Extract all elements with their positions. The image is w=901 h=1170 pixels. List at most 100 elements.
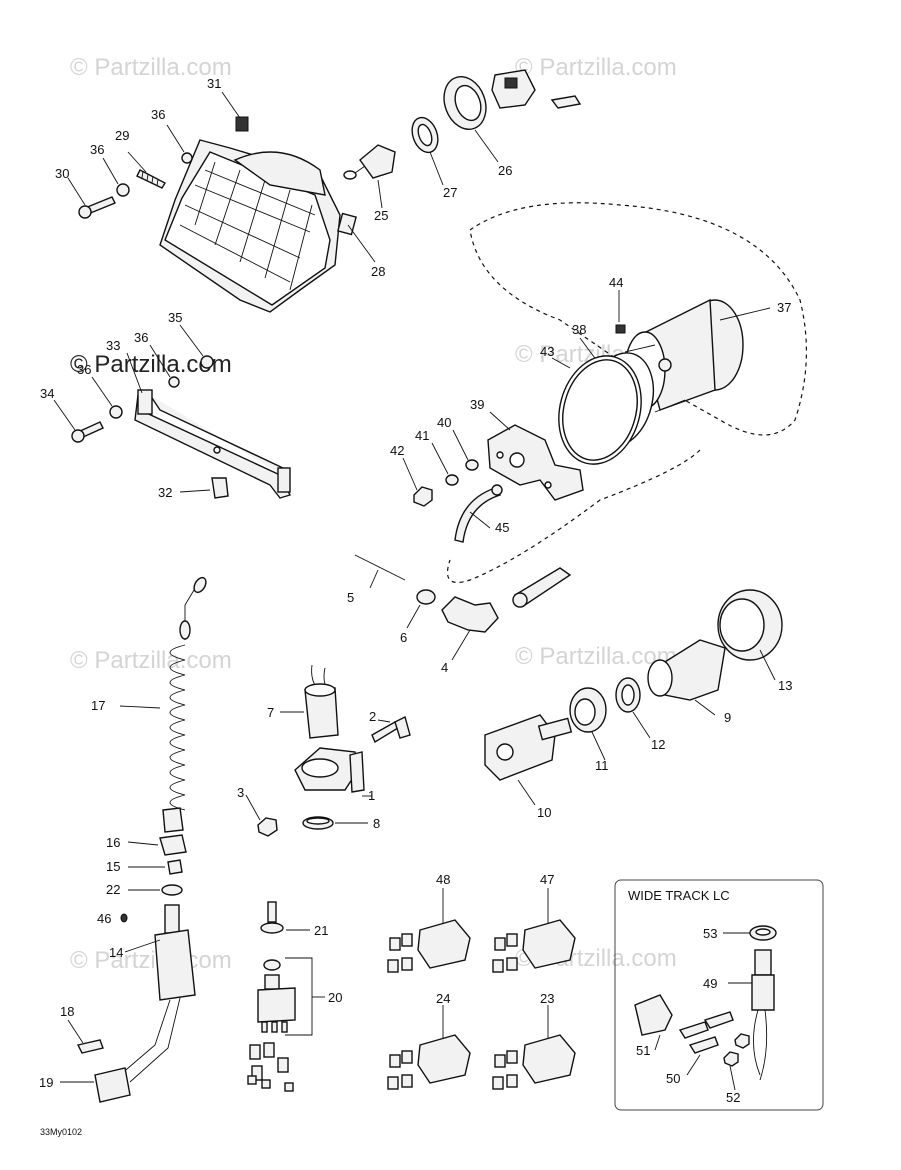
callout-48: 48 [436, 872, 450, 887]
pin-5 [354, 554, 406, 581]
switch-stem-14 [164, 904, 180, 934]
callout-23: 23 [540, 991, 554, 1006]
callout-8: 8 [373, 816, 380, 831]
washer-35 [200, 355, 214, 369]
dashed-outline [469, 202, 808, 436]
coil-cord-17 [169, 644, 186, 811]
nut-3 [257, 817, 278, 837]
callout-42: 42 [390, 443, 404, 458]
tether-cord-assembly [60, 576, 207, 1103]
bulb-25 [359, 144, 396, 179]
headlight-dome [233, 151, 326, 196]
callout-24: 24 [436, 991, 450, 1006]
callout-29: 29 [115, 128, 129, 143]
connector-48 [417, 919, 471, 969]
callout-22: 22 [106, 882, 120, 897]
callout-21: 21 [314, 923, 328, 938]
watermark: © Partzilla.com [70, 54, 232, 81]
callout-10: 10 [537, 805, 551, 820]
callout-labels: 1 2 3 4 5 6 7 8 9 10 11 12 13 14 15 16 1… [39, 76, 792, 1105]
washer-6 [416, 589, 436, 605]
callout-20: 20 [328, 990, 342, 1005]
washer-36b [116, 183, 130, 197]
bracket-assembly [53, 324, 291, 499]
connector-plug [491, 69, 536, 109]
callout-49: 49 [703, 976, 717, 991]
bulb-and-socket [343, 69, 582, 209]
nut-32 [211, 477, 229, 499]
callout-18: 18 [60, 1004, 74, 1019]
callout-1: 1 [368, 788, 375, 803]
tether-switch-14 [154, 929, 196, 1001]
callout-12: 12 [651, 737, 665, 752]
connector-group-48 [387, 888, 471, 973]
hose-45 [454, 487, 502, 543]
callout-46: 46 [97, 911, 111, 926]
wide-track-lc-inset: WIDE TRACK LC [614, 879, 824, 1111]
callout-36: 36 [151, 107, 165, 122]
callout-14: 14 [109, 945, 123, 960]
callout-38: 38 [572, 322, 586, 337]
gauge-bracket [354, 411, 584, 661]
callout-45: 45 [495, 520, 509, 535]
nut-52 [723, 1051, 739, 1067]
knob-21 [267, 901, 277, 923]
callout-31: 31 [207, 76, 221, 91]
o-ring-46 [120, 913, 128, 923]
gauge-assembly [446, 202, 808, 584]
connector-group-23 [492, 1005, 576, 1090]
callout-36: 36 [77, 362, 91, 377]
callout-25: 25 [374, 208, 388, 223]
callout-2: 2 [369, 709, 376, 724]
callout-4: 4 [441, 660, 448, 675]
connector-group-47 [492, 888, 576, 973]
watermark: © Partzilla.com [70, 947, 232, 974]
key-10 [484, 714, 556, 781]
callout-47: 47 [540, 872, 554, 887]
toggle-switch-20 [257, 987, 296, 1023]
callout-3: 3 [237, 785, 244, 800]
callout-52: 52 [726, 1090, 740, 1105]
spring-29 [136, 169, 166, 189]
callout-5: 5 [347, 590, 354, 605]
watermark: © Partzilla.com [515, 54, 677, 81]
bracket-end [277, 467, 291, 493]
screw-15 [167, 859, 183, 875]
sensor-49 [754, 949, 772, 976]
callout-40: 40 [437, 415, 451, 430]
callout-37: 37 [777, 300, 791, 315]
connector-group-24 [387, 1005, 471, 1090]
callout-19: 19 [39, 1075, 53, 1090]
terminal [550, 95, 582, 109]
connector-23 [522, 1034, 576, 1084]
callout-34: 34 [40, 386, 54, 401]
bulb-44 [615, 324, 626, 334]
cap-16 [159, 834, 187, 856]
callout-28: 28 [371, 264, 385, 279]
callout-7: 7 [267, 705, 274, 720]
sensor-bracket-assembly [245, 664, 411, 837]
watermarks: © Partzilla.com © Partzilla.com © Partzi… [70, 54, 677, 974]
callout-27: 27 [443, 185, 457, 200]
callout-43: 43 [540, 344, 554, 359]
headlight-assembly [67, 91, 376, 313]
washer-22 [161, 884, 183, 896]
headlight-tab [337, 212, 357, 236]
connector-47 [522, 919, 576, 969]
callout-26: 26 [498, 163, 512, 178]
terminal-50 [688, 1036, 719, 1054]
bracket-33 [134, 394, 291, 499]
callout-53: 53 [703, 926, 717, 941]
callout-16: 16 [106, 835, 120, 850]
callout-39: 39 [470, 397, 484, 412]
washer-36d [109, 405, 123, 419]
callout-11: 11 [595, 758, 609, 773]
bracket-39 [487, 424, 584, 501]
callout-44: 44 [609, 275, 623, 290]
toggle-switch-assembly [247, 901, 325, 1092]
callout-13: 13 [778, 678, 792, 693]
callout-6: 6 [400, 630, 407, 645]
callout-36: 36 [134, 330, 148, 345]
connector-51 [634, 994, 673, 1036]
